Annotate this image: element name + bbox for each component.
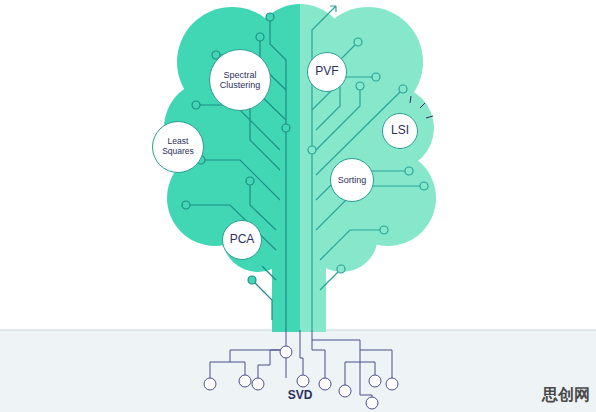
root-lines bbox=[210, 330, 392, 398]
algorithm-circle: Least Squares bbox=[152, 121, 205, 174]
node-text: Spectral Clustering bbox=[215, 70, 265, 91]
algorithm-circle: Spectral Clustering bbox=[209, 49, 271, 111]
circuit-lines bbox=[190, 20, 286, 330]
algorithm-circle: Sorting bbox=[330, 158, 374, 202]
node-text: LSI bbox=[391, 124, 409, 138]
node-text: PCA bbox=[230, 233, 255, 247]
watermark: 思创网 bbox=[542, 385, 590, 406]
algorithm-circle: LSI bbox=[382, 113, 418, 149]
spark-lines bbox=[410, 96, 433, 118]
algorithm-circle: PCA bbox=[222, 220, 262, 260]
root-terminals bbox=[204, 346, 398, 409]
arrow-tip bbox=[328, 6, 336, 14]
node-text: Sorting bbox=[338, 175, 367, 185]
ground bbox=[0, 330, 596, 412]
node-text: Least Squares bbox=[158, 137, 198, 157]
circuit-terminals bbox=[308, 38, 428, 273]
root-label: SVD bbox=[288, 388, 313, 402]
algorithm-circle: PVF bbox=[307, 52, 347, 92]
crown-right bbox=[300, 4, 436, 272]
node-text: PVF bbox=[315, 65, 338, 79]
